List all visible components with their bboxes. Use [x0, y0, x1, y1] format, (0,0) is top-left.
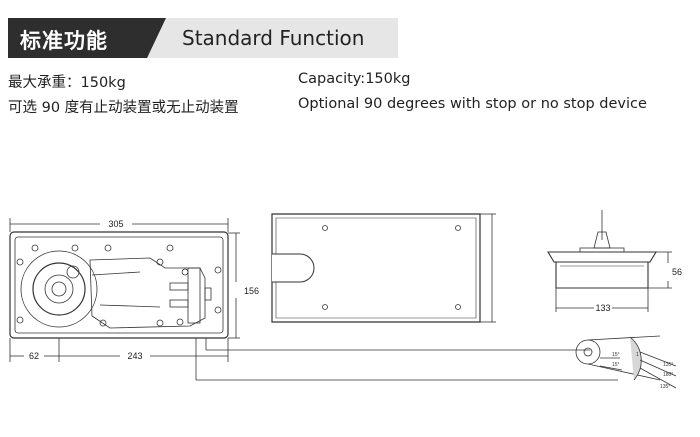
cover-plate — [271, 213, 496, 323]
dim-left-offset: 62 — [29, 351, 39, 361]
angle-180: 180° — [663, 372, 673, 378]
dim-height: 56 — [672, 267, 682, 277]
dim-width: 156 — [244, 286, 259, 296]
closer-side-view — [547, 210, 672, 312]
spec-options-en: Optional 90 degrees with stop or no stop… — [298, 96, 647, 112]
spec-options-cn: 可选 90 度有止动装置或无止动装置 — [8, 100, 239, 116]
angle-15-top: 15° — [612, 352, 620, 358]
dimension-lines-top-view — [9, 218, 618, 381]
dim-center-length: 243 — [127, 351, 142, 361]
stop-label: 1 — [636, 352, 639, 358]
angle-135-bottom: 135° — [660, 384, 670, 390]
angle-diagram — [575, 335, 677, 389]
spec-capacity-cn: 最大承重：150kg — [8, 75, 126, 91]
closer-top-view — [9, 231, 229, 339]
dim-overall-length: 305 — [108, 219, 123, 229]
header-title-en: Standard Function — [182, 26, 365, 50]
spec-capacity-en: Capacity:150kg — [298, 71, 411, 87]
angle-15-bottom: 15° — [612, 362, 620, 368]
dim-base-width: 133 — [595, 303, 610, 313]
angle-135-top: 135° — [663, 362, 673, 368]
header-title-block — [8, 18, 166, 58]
header-title-cn: 标准功能 — [20, 29, 108, 53]
